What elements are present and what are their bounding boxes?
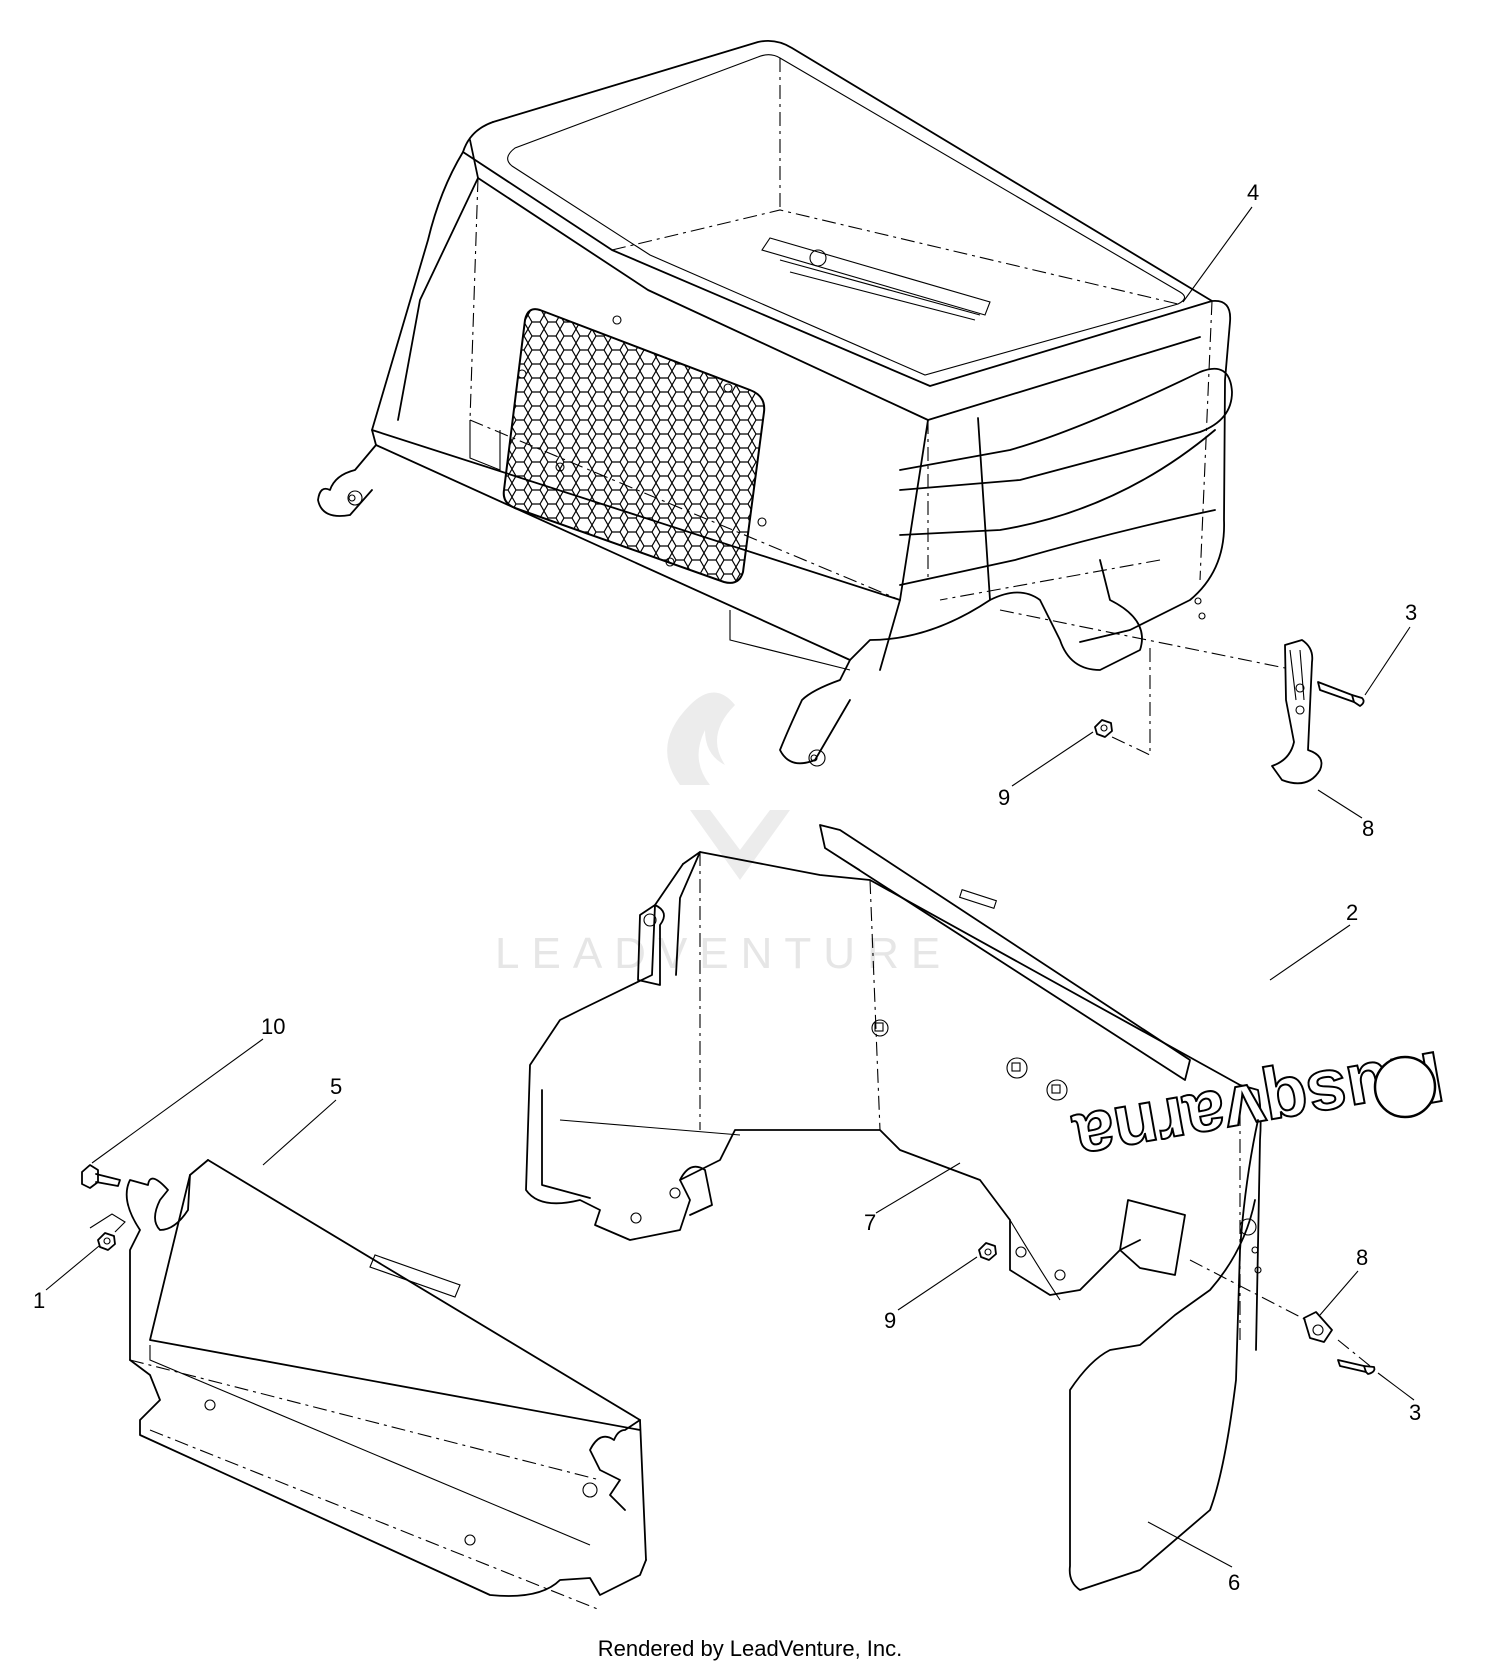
part-5-front-shield [125, 1159, 647, 1611]
assembly-line-upper [999, 609, 1286, 756]
part-7-lower-pan [525, 851, 1262, 1351]
callout-3-upper: 3 [1405, 600, 1417, 625]
watermark: LEADVENTURE [495, 692, 952, 978]
callout-1: 1 [33, 1288, 45, 1313]
part-4-fender-shield [1068, 1119, 1259, 1591]
part-8-clip-lower [1303, 1311, 1333, 1343]
part-3-screw-lower [1337, 1359, 1376, 1375]
part-2-trim-strip [819, 824, 1191, 1081]
part-9-nut-upper [1094, 719, 1113, 738]
husqvarna-decal: Husqvarna [1067, 1035, 1450, 1181]
callout-8-lower: 8 [1356, 1245, 1368, 1270]
part-6-body-housing [317, 39, 1233, 767]
callouts: 4 3 9 8 2 10 5 7 8 1 9 3 6 [33, 180, 1421, 1595]
part-9-nut-lower [978, 1242, 997, 1261]
assembly-line-lower [1189, 1259, 1376, 1371]
callout-9-upper: 9 [998, 785, 1010, 810]
footer-credit: Rendered by LeadVenture, Inc. [597, 1636, 903, 1661]
watermark-text: LEADVENTURE [495, 929, 952, 978]
callout-2: 2 [1346, 900, 1358, 925]
callout-7: 7 [864, 1210, 876, 1235]
hex-grille [502, 308, 766, 584]
part-1-nut [89, 1213, 126, 1251]
leader-lines [45, 206, 1415, 1568]
part-8-latch-upper [1271, 639, 1323, 785]
callout-8-upper: 8 [1362, 816, 1374, 841]
part-10-bolt [81, 1164, 121, 1189]
callout-6: 4 [1247, 180, 1259, 205]
callout-4: 6 [1228, 1570, 1240, 1595]
callout-10: 10 [261, 1014, 285, 1039]
part-3-screw-upper [1317, 681, 1365, 707]
crown-logo-icon [1373, 1055, 1437, 1119]
callout-9-lower: 9 [884, 1308, 896, 1333]
callout-5: 5 [330, 1074, 342, 1099]
callout-3-lower: 3 [1409, 1400, 1421, 1425]
